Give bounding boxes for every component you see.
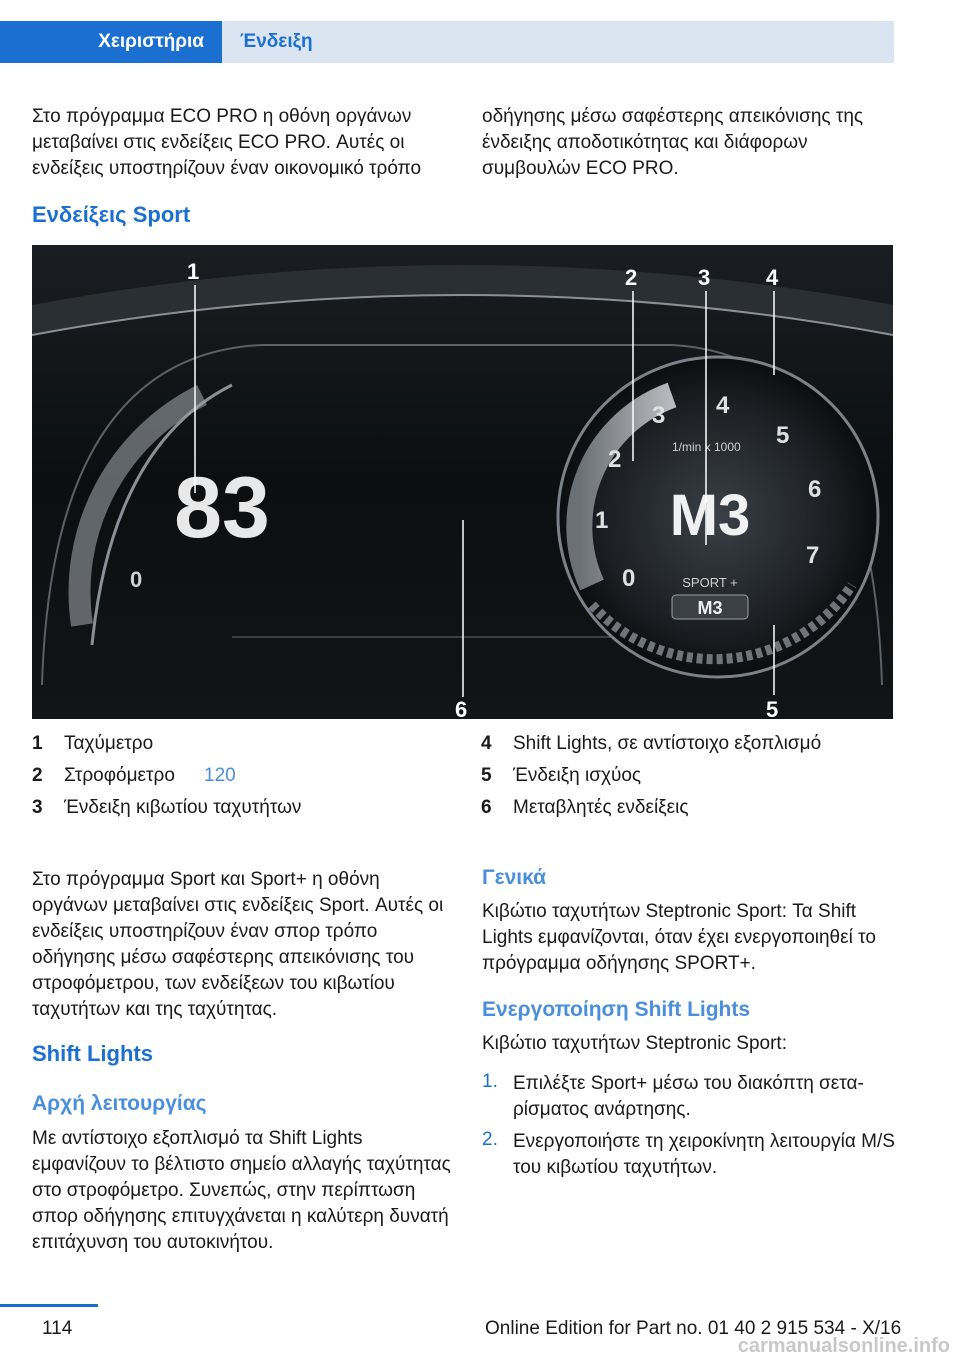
callout-lines <box>194 285 775 697</box>
callout-numbers: 1 2 3 4 5 6 <box>187 259 779 719</box>
general-title: Γενικά <box>482 866 547 889</box>
section-title: Ενδείξεις Sport <box>32 202 191 227</box>
speedo-scale <box>68 385 207 627</box>
callout-2: 2 <box>625 265 637 290</box>
hood-rim <box>32 294 893 336</box>
header-tabs: Χειριστήρια Ένδειξη <box>0 21 894 63</box>
step-text: Ενεργοποιήστε τη χειροκίνητη λειτουργία … <box>513 1131 895 1178</box>
step-num: 2. <box>482 1129 498 1150</box>
legend-text: Ένδειξη ισχύος <box>513 765 642 786</box>
tab-display[interactable]: Ένδειξη <box>222 21 894 63</box>
callout-3: 3 <box>698 265 710 290</box>
tacho-dial <box>556 355 880 679</box>
tab-controls[interactable]: Χειριστήρια <box>0 21 222 63</box>
legend-num: 3 <box>32 797 43 818</box>
legend-text: Shift Lights, σε αντίστοιχο εξοπλισμό <box>513 733 822 754</box>
tick-2: 2 <box>608 446 621 473</box>
cluster-hood <box>32 265 893 335</box>
gear-display: M3 <box>670 483 751 548</box>
step-text: Επιλέξτε Sport+ μέσω του διακόπτη σετα-ρ… <box>513 1073 864 1120</box>
tacho-scale <box>566 382 677 591</box>
intro-left: Στο πρόγραμμα ECO PRO η οθόνη οργάνων με… <box>32 106 422 179</box>
tick-7: 7 <box>806 542 819 569</box>
legend-num: 1 <box>32 733 43 754</box>
callout-1: 1 <box>187 259 199 284</box>
callout-5: 5 <box>766 697 778 719</box>
legend-num: 2 <box>32 765 43 786</box>
legend-text: Ταχύμετρο <box>64 733 154 754</box>
activate-title: Ενεργοποίηση Shift Lights <box>482 998 751 1021</box>
legend-text: Ένδειξη κιβωτίου ταχυτήτων <box>64 797 302 818</box>
footer-rule <box>0 1304 98 1307</box>
tick-1: 1 <box>595 507 608 534</box>
tick-4: 4 <box>716 392 730 419</box>
tick-5: 5 <box>776 422 789 449</box>
legend-num: 4 <box>481 733 492 754</box>
watermark: carmanualsonline.info <box>737 1335 950 1357</box>
step-num: 1. <box>482 1071 498 1092</box>
speed-value: 83 <box>174 460 270 556</box>
page-ref-link[interactable]: 120 <box>204 765 236 786</box>
legend-text: Μεταβλητές ενδείξεις <box>513 797 689 818</box>
legend-num: 6 <box>481 797 492 818</box>
general-paragraph: Κιβώτιο ταχυτήτων Steptronic Sport: Τα S… <box>482 901 876 974</box>
power-scale <box>588 582 857 665</box>
instrument-cluster-figure: 83 0 0 1 2 3 4 5 6 7 1/min x 1000 M3 SPO… <box>32 245 893 719</box>
tick-6: 6 <box>808 476 821 503</box>
tick-3: 3 <box>652 402 665 429</box>
sport-paragraph: Στο πρόγραμμα Sport και Sport+ η οθόνη ο… <box>32 869 444 1020</box>
callout-6: 6 <box>455 697 467 719</box>
principle-paragraph: Με αντίστοιχο εξοπλισμό τα Shift Lights … <box>32 1128 451 1253</box>
principle-title: Αρχή λειτουργίας <box>32 1092 207 1115</box>
legend-num: 5 <box>481 765 492 786</box>
tick-0: 0 <box>622 565 635 592</box>
callout-4: 4 <box>766 265 779 290</box>
mode-gear-box <box>671 594 749 620</box>
mode-label: SPORT + <box>682 575 738 590</box>
intro-right: οδήγησης μέσω σαφέστερης απεικόνισης της… <box>482 106 864 179</box>
edition-text: Online Edition for Part no. 01 40 2 915 … <box>485 1318 902 1339</box>
mode-gear: M3 <box>697 598 722 618</box>
page-number: 114 <box>42 1318 73 1339</box>
cluster-drawing: 83 0 0 1 2 3 4 5 6 7 1/min x 1000 M3 SPO… <box>32 245 893 719</box>
shift-lights-title: Shift Lights <box>32 1041 153 1066</box>
activate-intro: Κιβώτιο ταχυτήτων Steptronic Sport: <box>482 1033 787 1054</box>
speed-zero: 0 <box>130 567 142 592</box>
legend-text: Στροφόμετρο <box>64 765 175 786</box>
